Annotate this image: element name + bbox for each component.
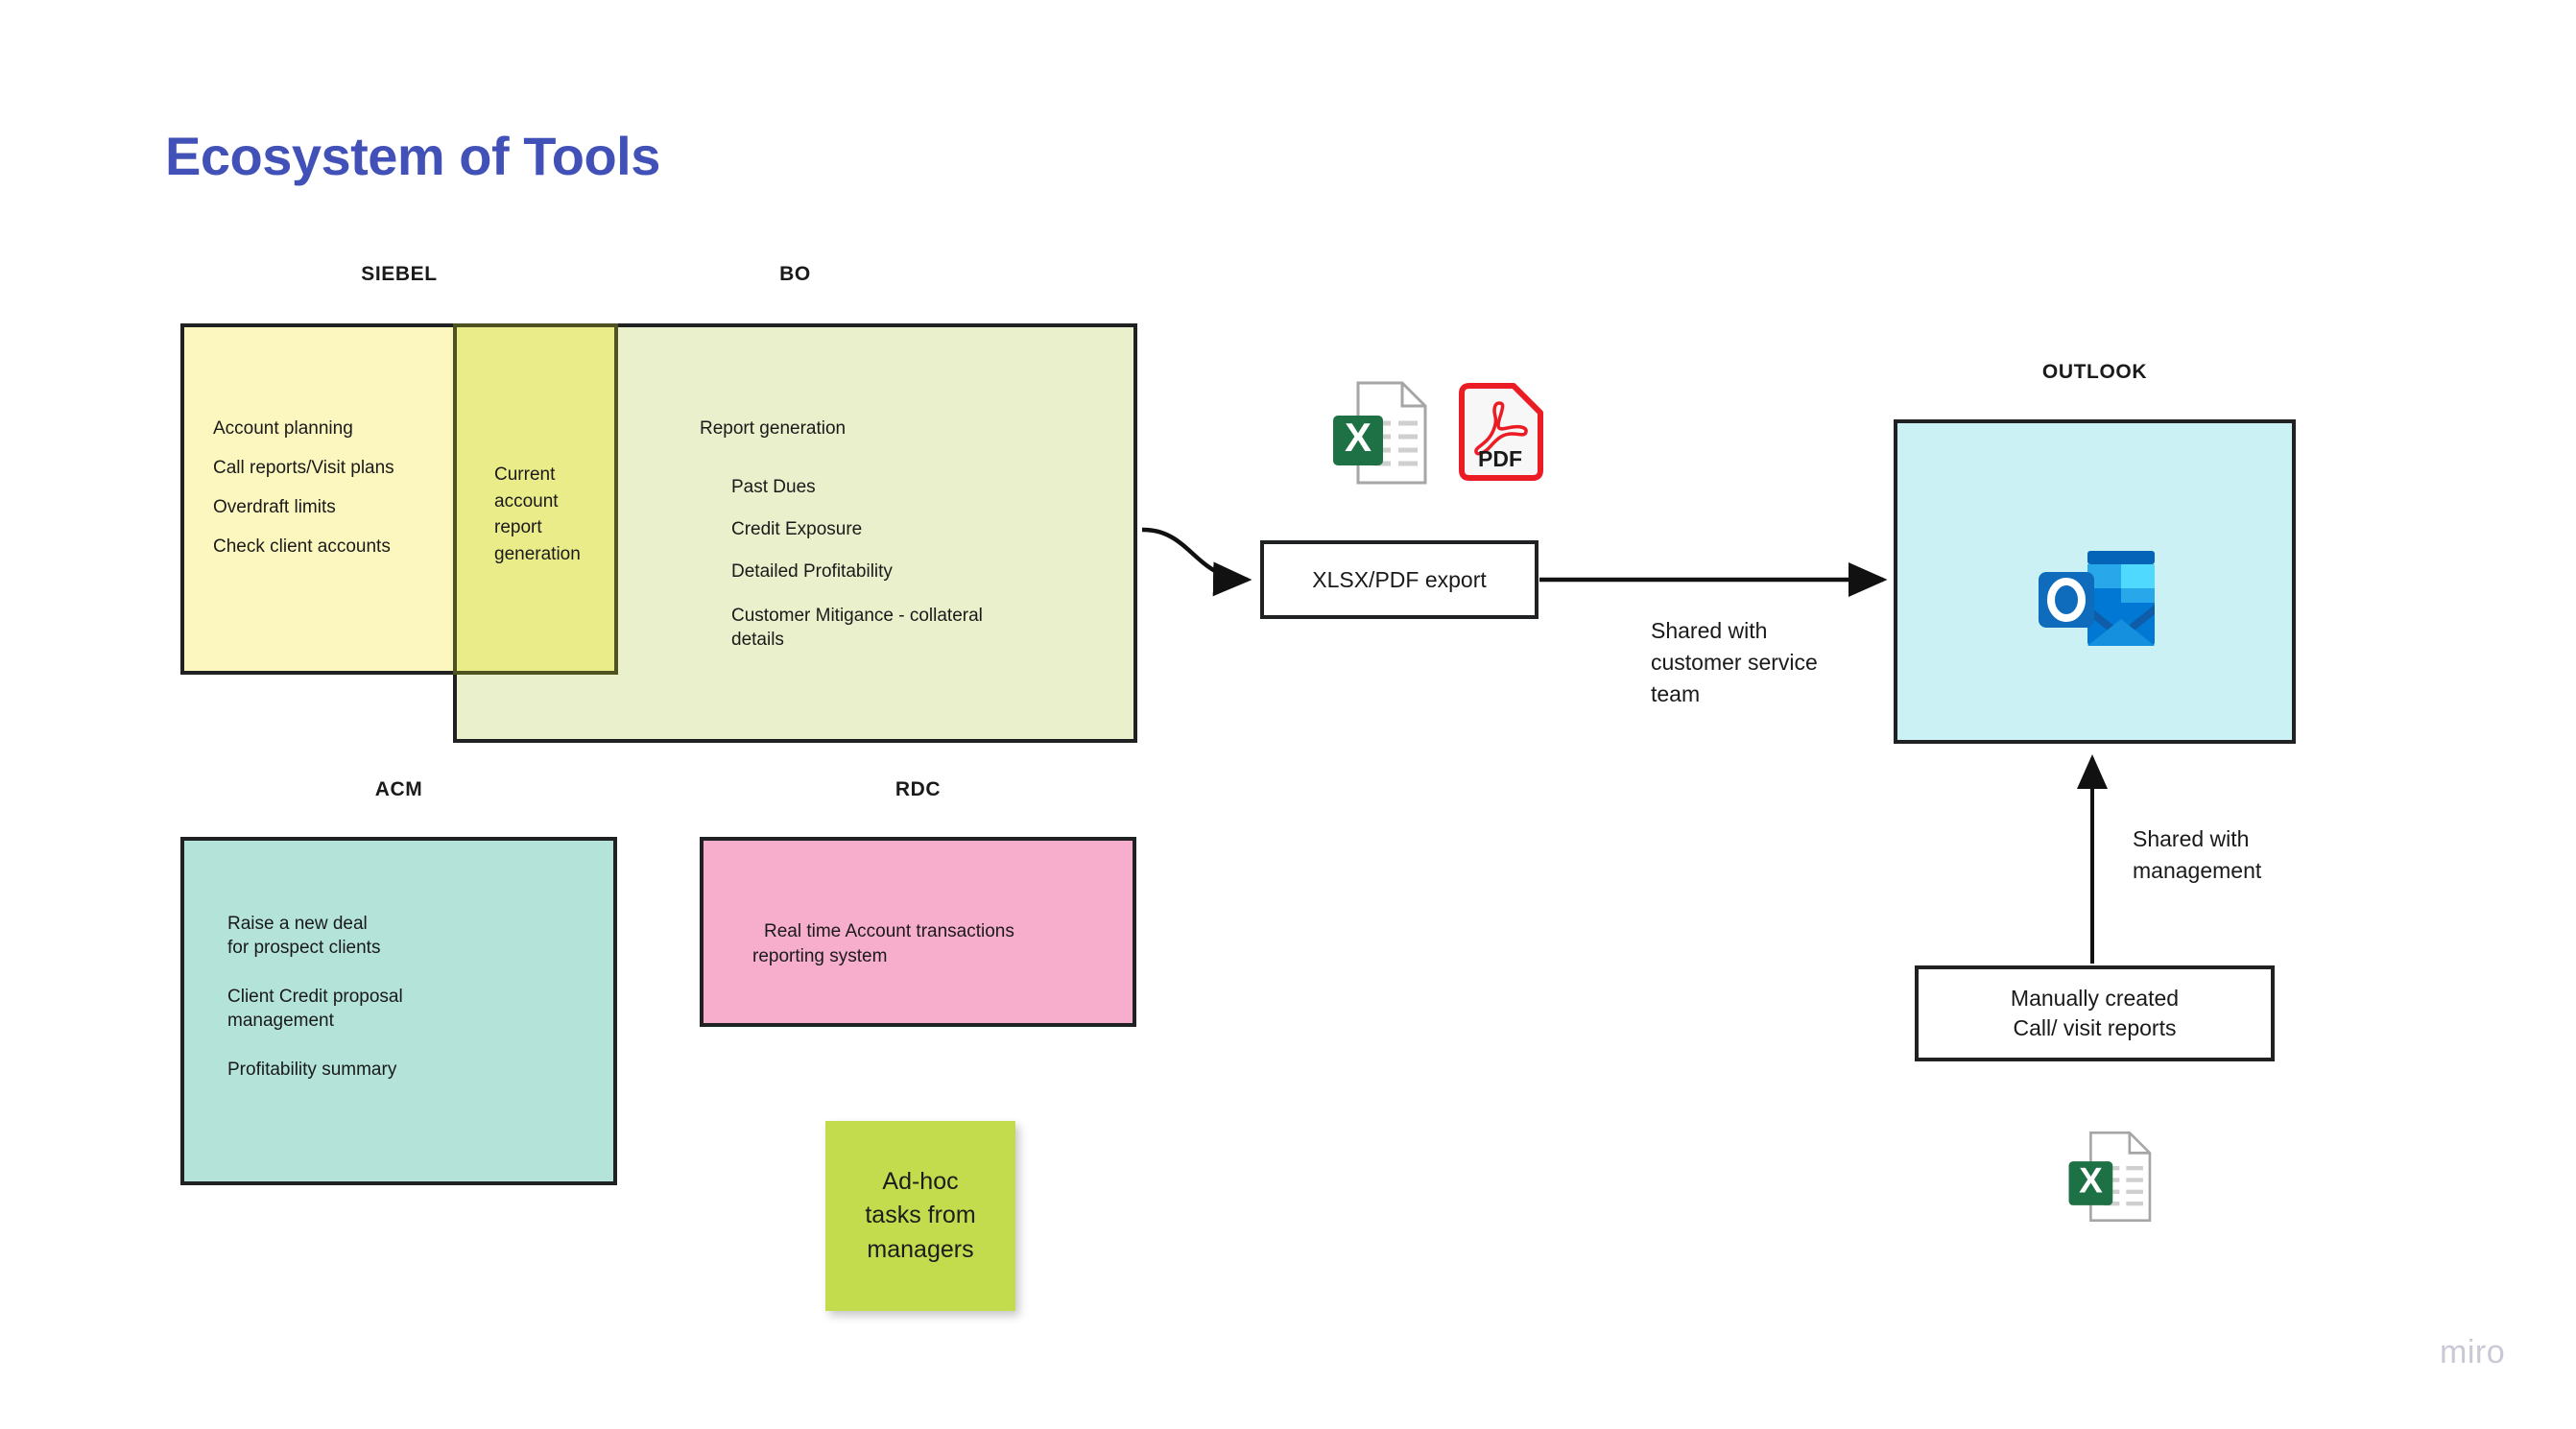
acm-item-list: Raise a new deal for prospect clients Cl…	[227, 912, 403, 1082]
bo-item: Detailed Profitability	[731, 561, 893, 582]
siebel-item: Overdraft limits	[213, 497, 336, 517]
caption-bo: BO	[779, 263, 811, 285]
bo-heading: Report generation	[700, 418, 846, 440]
rdc-line: reporting system	[752, 945, 888, 966]
acm-item-line: for prospect clients	[227, 938, 381, 959]
edge-label-management: Shared with management	[2133, 823, 2353, 887]
edge-label-line: management	[2133, 857, 2262, 883]
current-account-report-label: Current account report generation	[494, 464, 581, 564]
arrow-bo-to-export	[1141, 527, 1252, 597]
sticky-note-line: tasks from	[865, 1202, 976, 1229]
acm-item-line: Profitability summary	[227, 1060, 397, 1081]
box-acm[interactable]	[180, 837, 617, 1185]
sticky-note-adhoc-tasks[interactable]: Ad-hoc tasks from managers	[825, 1121, 1015, 1311]
manual-reports-line-2: Call/ visit reports	[2013, 1015, 2177, 1040]
bo-item: Credit Exposure	[731, 519, 863, 539]
rdc-line: Real time Account transactions	[764, 921, 1014, 941]
export-label: XLSX/PDF export	[1312, 566, 1487, 592]
edge-label-customer-service: Shared with customer service team	[1651, 615, 1881, 710]
acm-item-line: management	[227, 1011, 334, 1032]
page-title: Ecosystem of Tools	[165, 126, 660, 186]
svg-text:X: X	[2079, 1161, 2103, 1201]
bo-item-list: Past Dues Credit Exposure Detailed Profi…	[731, 477, 1019, 673]
sticky-note-line: managers	[867, 1235, 974, 1263]
svg-text:X: X	[1345, 415, 1371, 460]
rdc-text: Real time Account transactions reporting…	[752, 919, 1014, 968]
miro-watermark: miro	[2440, 1334, 2506, 1370]
siebel-item: Check client accounts	[213, 536, 391, 557]
acm-item: Profitability summary	[227, 1058, 403, 1082]
siebel-item: Account planning	[213, 418, 353, 439]
caption-rdc: RDC	[894, 778, 942, 800]
box-current-account-report[interactable]	[453, 323, 618, 675]
bo-item: Customer Mitigance - collateral details	[731, 606, 983, 651]
edge-label-line: Shared with	[2133, 826, 2250, 851]
current-account-report-text: Current account report generation	[494, 462, 609, 567]
bo-heading-label: Report generation	[700, 418, 847, 439]
caption-acm: ACM	[374, 778, 423, 800]
box-rdc[interactable]	[700, 837, 1136, 1027]
box-manually-created-reports[interactable]: Manually created Call/ visit reports	[1915, 965, 2275, 1061]
acm-item: Raise a new deal for prospect clients	[227, 912, 403, 960]
edge-label-line: team	[1651, 680, 1701, 706]
sticky-note-line: Ad-hoc	[882, 1167, 959, 1195]
acm-item-line: Raise a new deal	[227, 914, 368, 934]
edge-label-line: customer service	[1651, 649, 1818, 675]
outlook-logo-icon	[2039, 551, 2155, 646]
box-xlsx-pdf-export[interactable]: XLSX/PDF export	[1260, 540, 1538, 619]
edge-label-line: Shared with	[1651, 618, 1768, 643]
siebel-item-list: Account planning Call reports/Visit plan…	[213, 418, 394, 558]
excel-file-icon: X	[2068, 1131, 2152, 1223]
caption-outlook: OUTLOOK	[2041, 361, 2148, 383]
pdf-file-icon: PDF	[1459, 383, 1543, 481]
svg-text:PDF: PDF	[1478, 446, 1522, 471]
acm-item: Client Credit proposal management	[227, 985, 403, 1033]
manual-reports-line-1: Manually created	[2010, 986, 2180, 1012]
bo-item: Past Dues	[731, 477, 816, 497]
caption-siebel: SIEBEL	[361, 263, 438, 285]
excel-file-icon: X	[1333, 381, 1427, 485]
acm-item-line: Client Credit proposal	[227, 987, 403, 1008]
siebel-item: Call reports/Visit plans	[213, 458, 394, 478]
